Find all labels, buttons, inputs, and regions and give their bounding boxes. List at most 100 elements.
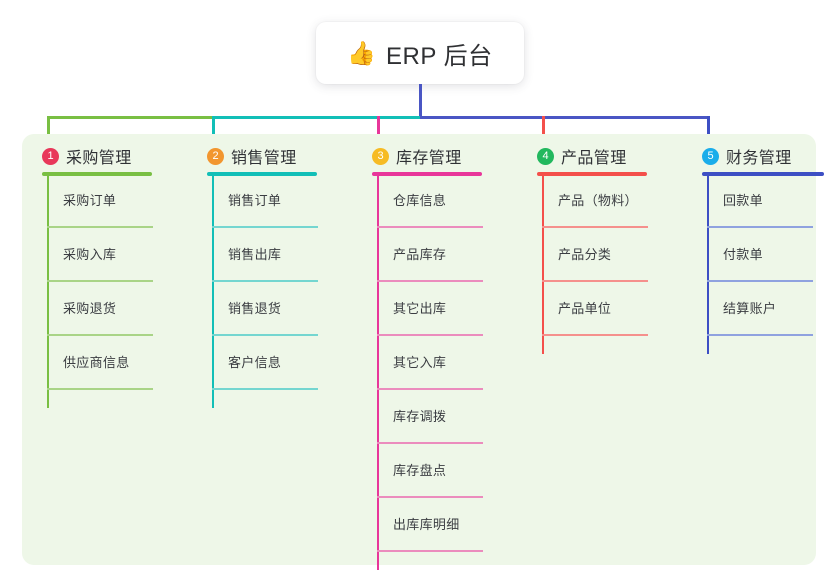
list-item-rule [542, 280, 648, 282]
list-item-label: 结算账户 [723, 301, 777, 316]
column-title-5: 财务管理 [726, 150, 792, 167]
list-item[interactable]: 产品库存 [377, 228, 483, 282]
list-item-label: 产品（物料） [558, 193, 638, 208]
list-item[interactable]: 销售出库 [212, 228, 318, 282]
list-item-rule [542, 226, 648, 228]
column-title-3: 库存管理 [396, 150, 462, 167]
list-item-label: 销售订单 [228, 193, 282, 208]
list-item[interactable]: 回款单 [707, 174, 813, 228]
connector-bus-3 [420, 116, 542, 119]
list-item-label: 销售退货 [228, 301, 282, 316]
list-item[interactable]: 产品（物料） [542, 174, 648, 228]
list-item[interactable]: 采购退货 [47, 282, 153, 336]
list-item-label: 采购退货 [63, 301, 117, 316]
list-item-rule [47, 226, 153, 228]
list-item-rule [212, 334, 318, 336]
column-title-1: 采购管理 [66, 150, 132, 167]
list-item[interactable]: 销售退货 [212, 282, 318, 336]
column-header-2[interactable]: 2 销售管理 [207, 144, 297, 168]
list-item[interactable]: 产品单位 [542, 282, 648, 336]
list-item-rule [707, 226, 813, 228]
column-header-1[interactable]: 1 采购管理 [42, 144, 132, 168]
list-item-rule [377, 550, 483, 552]
list-item[interactable]: 销售订单 [212, 174, 318, 228]
list-item[interactable]: 采购订单 [47, 174, 153, 228]
connector-drop-4 [542, 116, 545, 144]
list-item-label: 其它出库 [393, 301, 447, 316]
connector-drop-2 [212, 116, 215, 144]
list-item-rule [47, 388, 153, 390]
list-item-rule [212, 226, 318, 228]
list-item-rule [377, 280, 483, 282]
column-stem-4 [542, 174, 544, 354]
list-item-label: 采购订单 [63, 193, 117, 208]
column-title-4: 产品管理 [561, 150, 627, 167]
list-item[interactable]: 其它入库 [377, 336, 483, 390]
column-stem-2 [212, 174, 214, 408]
column-rule-4 [537, 172, 647, 176]
mindmap-panel: 1 采购管理采购订单采购入库采购退货供应商信息 2 销售管理销售订单销售出库销售退货客… [22, 134, 824, 570]
connector-bus-4 [542, 116, 710, 119]
column-header-5[interactable]: 5 财务管理 [702, 144, 792, 168]
root-node-card[interactable]: 👍 ERP 后台 [316, 22, 524, 84]
column-stem-3 [377, 174, 379, 570]
thumbs-up-icon: 👍 [347, 39, 377, 66]
list-item-rule [377, 334, 483, 336]
list-item[interactable]: 产品分类 [542, 228, 648, 282]
list-item-rule [47, 334, 153, 336]
list-item-label: 仓库信息 [393, 193, 447, 208]
connector-bus-1 [47, 116, 212, 119]
list-item[interactable]: 客户信息 [212, 336, 318, 390]
list-item-rule [377, 388, 483, 390]
column-badge-4: 4 [537, 147, 554, 165]
list-item-label: 客户信息 [228, 355, 282, 370]
list-item-rule [377, 442, 483, 444]
list-item[interactable]: 采购入库 [47, 228, 153, 282]
list-item[interactable]: 付款单 [707, 228, 813, 282]
list-item[interactable]: 库存调拨 [377, 390, 483, 444]
connector-trunk [418, 84, 422, 119]
column-stem-1 [47, 174, 49, 408]
list-item-rule [377, 226, 483, 228]
column-rule-2 [207, 172, 317, 176]
list-item[interactable]: 仓库信息 [377, 174, 483, 228]
column-rule-1 [42, 172, 152, 176]
connector-drop-5 [707, 116, 710, 144]
column-header-4[interactable]: 4 产品管理 [537, 144, 627, 168]
column-rule-3 [372, 172, 482, 176]
list-item-rule [212, 280, 318, 282]
list-item-label: 产品单位 [558, 301, 612, 316]
list-item-rule [707, 280, 813, 282]
list-item-label: 回款单 [723, 193, 763, 208]
column-badge-2: 2 [207, 147, 224, 165]
connector-bus-2 [212, 116, 420, 119]
list-item[interactable]: 其它出库 [377, 282, 483, 336]
list-item-label: 付款单 [723, 247, 763, 262]
list-item-rule [212, 388, 318, 390]
column-header-3[interactable]: 3 库存管理 [372, 144, 462, 168]
list-item-label: 供应商信息 [63, 355, 130, 370]
list-item-label: 采购入库 [63, 247, 117, 262]
list-item-label: 库存调拨 [393, 409, 447, 424]
connector-drop-3 [377, 116, 380, 144]
list-item[interactable]: 结算账户 [707, 282, 813, 336]
column-badge-1: 1 [42, 147, 59, 165]
column-badge-5: 5 [702, 147, 719, 165]
list-item-label: 产品分类 [558, 247, 612, 262]
list-item-label: 产品库存 [393, 247, 447, 262]
column-rule-5 [702, 172, 824, 176]
list-item-label: 出库库明细 [393, 517, 460, 532]
list-item[interactable]: 供应商信息 [47, 336, 153, 390]
column-stem-5 [707, 174, 709, 354]
list-item[interactable]: 出库库明细 [377, 498, 483, 552]
column-badge-3: 3 [372, 147, 389, 165]
list-item[interactable]: 库存盘点 [377, 444, 483, 498]
list-item-rule [377, 496, 483, 498]
list-item-label: 销售出库 [228, 247, 282, 262]
list-item-rule [47, 280, 153, 282]
root-node-label: ERP 后台 [386, 42, 493, 70]
list-item-label: 其它入库 [393, 355, 447, 370]
list-item-label: 库存盘点 [393, 463, 447, 478]
column-title-2: 销售管理 [231, 150, 297, 167]
connector-drop-1 [47, 116, 50, 144]
